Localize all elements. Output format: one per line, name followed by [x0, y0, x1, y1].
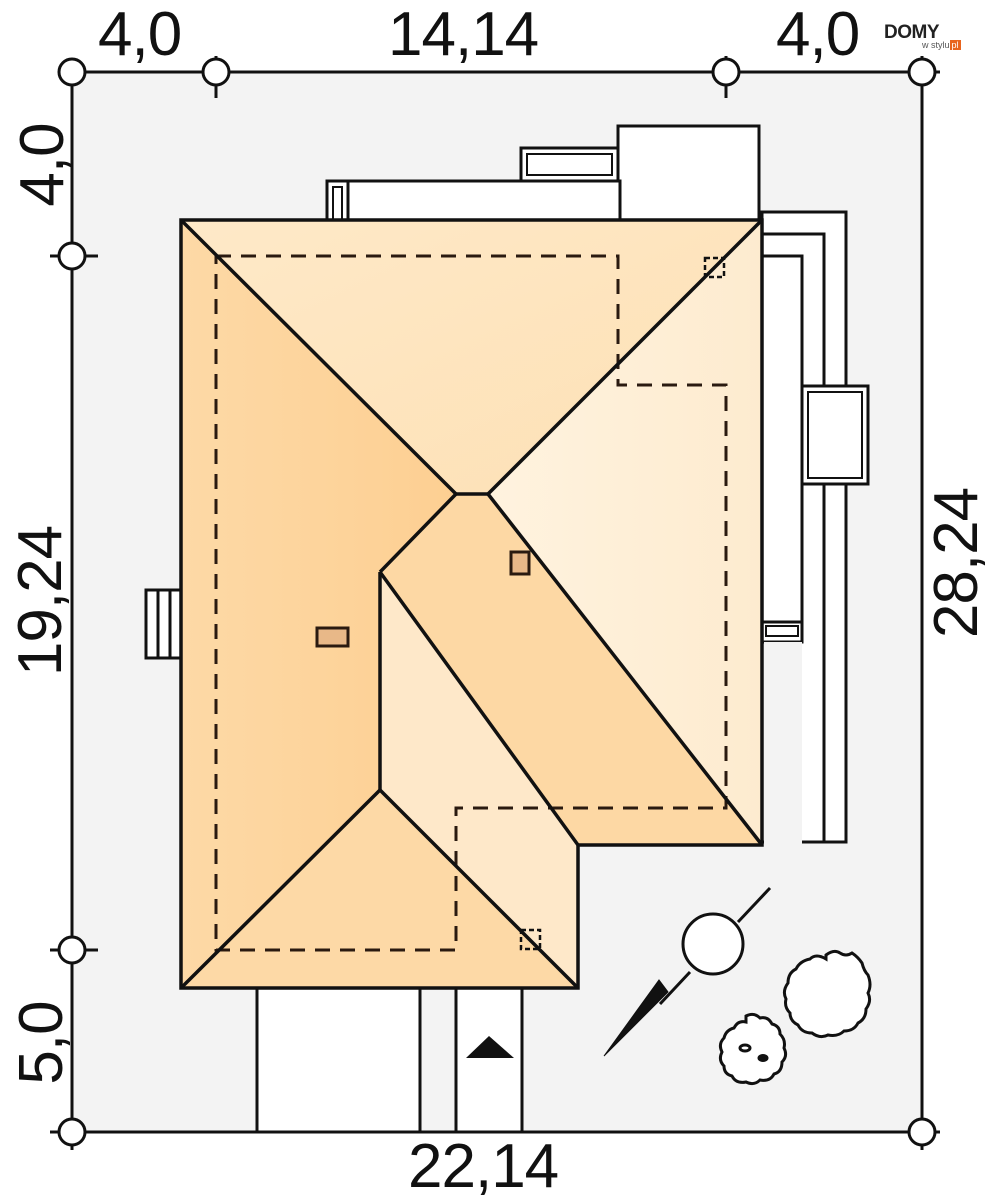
dim-left-middle: 19,24: [6, 525, 75, 677]
logo-main-text: DOMY: [884, 22, 940, 43]
chimney: [315, 626, 350, 648]
roof-vent: [519, 256, 726, 951]
driveway: [255, 986, 524, 1134]
dim-bottom: 22,14: [408, 1132, 559, 1201]
dim-top-middle: 14,14: [388, 0, 539, 69]
logo-pl-badge: pl: [949, 40, 961, 50]
dim-right: 28,24: [922, 487, 991, 639]
dim-top-left: 4,0: [98, 0, 182, 69]
entrance-arrow-icon: [466, 1036, 514, 1058]
north-extensions: [325, 124, 761, 224]
north-arrow-icon: [603, 886, 772, 1057]
dim-left-bottom: 5,0: [7, 1001, 76, 1085]
west-steps: [144, 588, 183, 660]
wall-outline-dashed: [214, 254, 728, 952]
logo-sub-label: w stylu: [922, 40, 950, 50]
tree-icon: [718, 949, 872, 1086]
dimension-markers: [50, 56, 940, 1150]
roof-lines: [179, 218, 764, 990]
dim-top-right: 4,0: [776, 0, 860, 69]
chimney: [509, 550, 531, 576]
dim-left-top: 4,0: [8, 123, 77, 207]
